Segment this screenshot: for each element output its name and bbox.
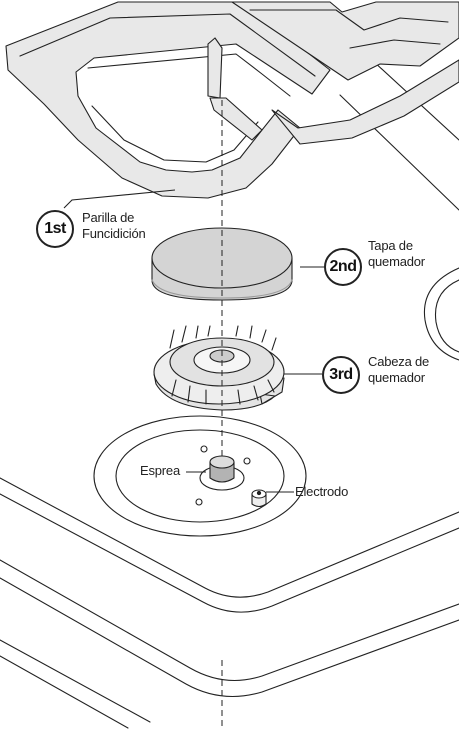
step-2-badge: 2nd: [324, 248, 362, 286]
gas-nozzle: [199, 455, 245, 491]
adjacent-burner: [423, 267, 459, 361]
head-label-line2: quemador: [368, 370, 425, 385]
head-label-line1: Cabeza de: [368, 354, 430, 369]
grate-label-line1: Parilla de: [82, 210, 135, 225]
spark-electrode: [251, 489, 267, 508]
burner-cap: [151, 227, 293, 301]
cap-label: Tapa de quemador: [368, 238, 425, 270]
cooktop-surface: [0, 59, 459, 729]
electrode-label: Electrodo: [295, 484, 349, 499]
cast-iron-grate: [5, 1, 459, 199]
step-1-badge: 1st: [36, 210, 74, 248]
burner-head: [153, 325, 285, 411]
cap-label-line1: Tapa de: [368, 238, 413, 253]
burner-base: [93, 415, 307, 537]
head-label: Cabeza de quemador: [368, 354, 429, 386]
step-3-badge: 3rd: [322, 356, 360, 394]
leader-lines: [63, 189, 324, 493]
grate-label: Parilla de Funcidición: [82, 210, 146, 242]
nozzle-label: Esprea: [140, 463, 180, 478]
cap-label-line2: quemador: [368, 254, 425, 269]
grate-label-line2: Funcidición: [82, 226, 146, 241]
